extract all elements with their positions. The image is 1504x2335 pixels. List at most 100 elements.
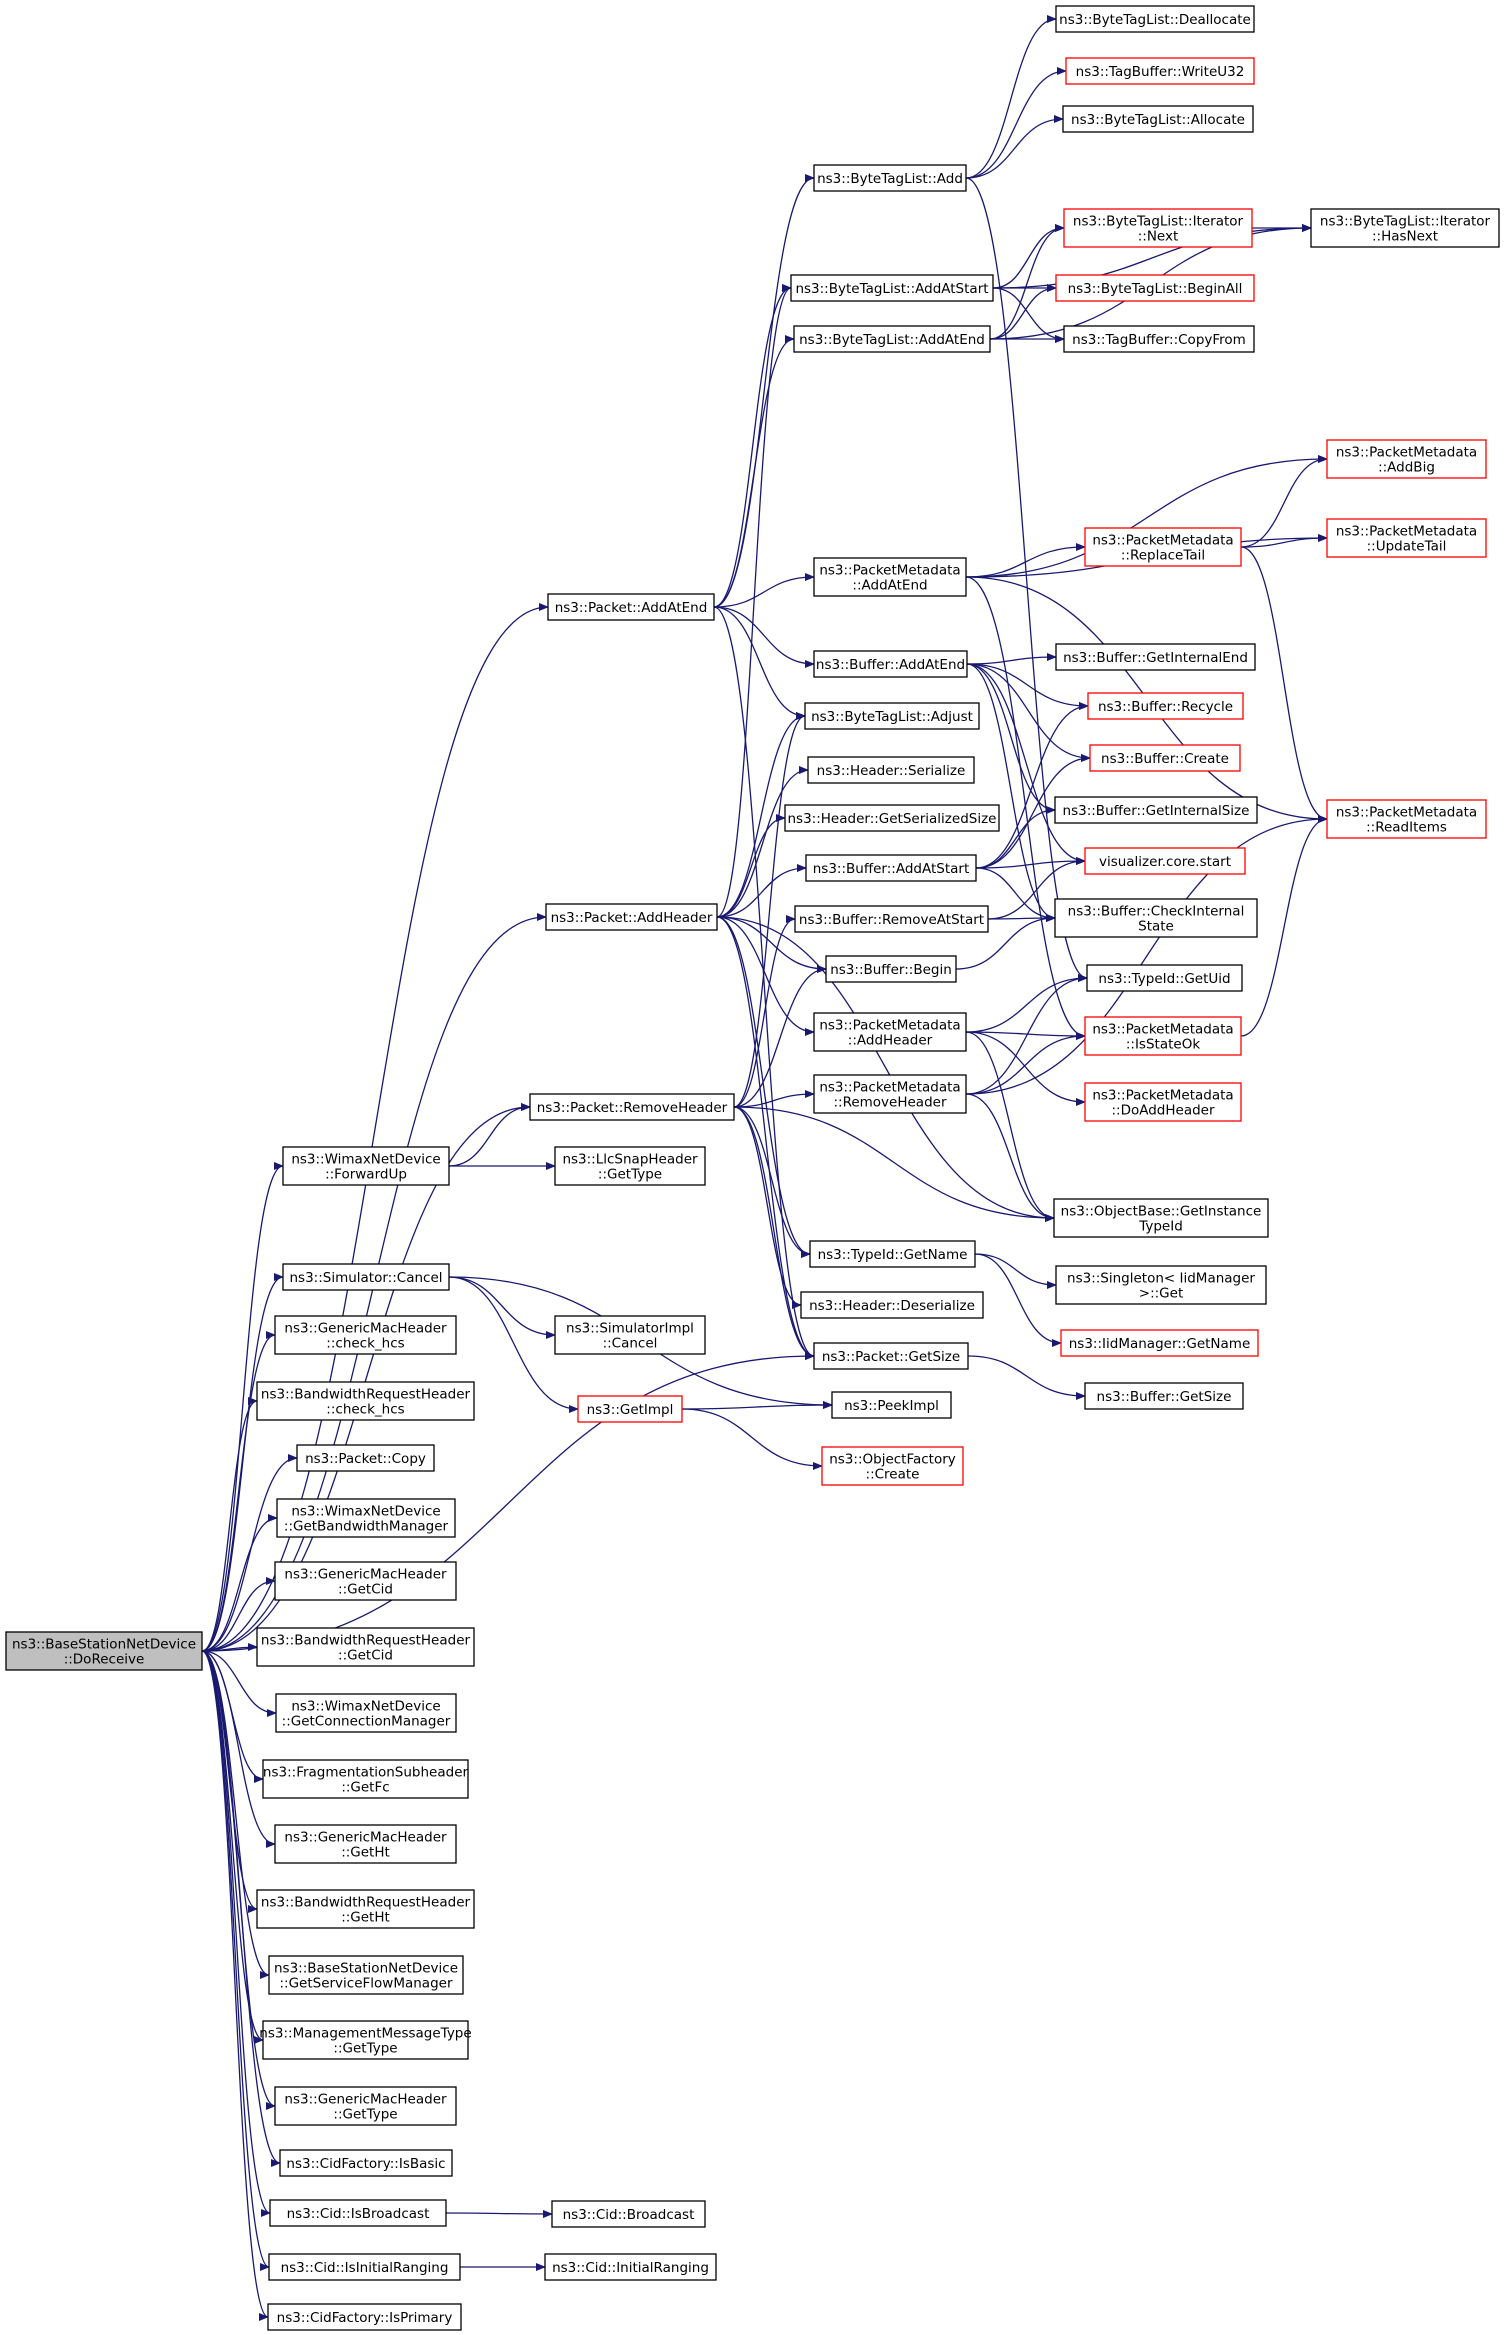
graph-node-pm_addbig[interactable]: ns3::PacketMetadata::AddBig bbox=[1326, 439, 1487, 479]
graph-node-wimax_getconnmgr[interactable]: ns3::WimaxNetDevice::GetConnectionManage… bbox=[275, 1693, 457, 1733]
graph-node-btl_addatstart[interactable]: ns3::ByteTagList::AddAtStart bbox=[790, 274, 994, 302]
graph-node-pm_replacetail[interactable]: ns3::PacketMetadata::ReplaceTail bbox=[1084, 527, 1242, 567]
graph-node-pkt_copy[interactable]: ns3::Packet::Copy bbox=[296, 1444, 435, 1472]
node-label: ns3::BaseStationNetDevice bbox=[274, 1961, 458, 1977]
graph-node-cid_initialranging[interactable]: ns3::Cid::InitialRanging bbox=[544, 2253, 717, 2281]
graph-node-btl_addatend[interactable]: ns3::ByteTagList::AddAtEnd bbox=[793, 325, 991, 353]
graph-node-gmh_getcid[interactable]: ns3::GenericMacHeader::GetCid bbox=[274, 1561, 457, 1601]
graph-node-buf_addatstart[interactable]: ns3::Buffer::AddAtStart bbox=[805, 854, 977, 882]
node-box bbox=[274, 1315, 457, 1355]
graph-node-cid_broadcast[interactable]: ns3::Cid::Broadcast bbox=[551, 2200, 706, 2228]
call-edge-pkt_addheader-to-ob_getinstancetypeid bbox=[716, 916, 1055, 1222]
call-edge-pm_isstateok-to-pm_readitems bbox=[1240, 815, 1328, 1037]
graph-node-vis_start[interactable]: visualizer.core.start bbox=[1084, 847, 1246, 875]
graph-node-pm_doaddheader[interactable]: ns3::PacketMetadata::DoAddHeader bbox=[1084, 1082, 1242, 1122]
graph-node-pkt_addatend[interactable]: ns3::Packet::AddAtEnd bbox=[547, 593, 715, 621]
graph-node-sim_cancel[interactable]: ns3::Simulator::Cancel bbox=[282, 1263, 450, 1291]
graph-node-btl_adjust[interactable]: ns3::ByteTagList::Adjust bbox=[804, 702, 980, 730]
graph-node-simimpl_cancel[interactable]: ns3::SimulatorImpl::Cancel bbox=[554, 1315, 706, 1355]
graph-node-gmh_gettype[interactable]: ns3::GenericMacHeader::GetType bbox=[274, 2086, 457, 2126]
graph-node-pkt_removeheader[interactable]: ns3::Packet::RemoveHeader bbox=[529, 1093, 735, 1121]
node-box bbox=[800, 1291, 984, 1319]
graph-node-btli_next[interactable]: ns3::ByteTagList::Iterator::Next bbox=[1063, 208, 1253, 248]
graph-node-buf_addatend[interactable]: ns3::Buffer::AddAtEnd bbox=[813, 650, 968, 678]
call-edge-root-to-gmh_check_hcs bbox=[201, 1331, 276, 1652]
graph-node-cid_isbroadcast[interactable]: ns3::Cid::IsBroadcast bbox=[269, 2199, 447, 2227]
graph-node-getimpl[interactable]: ns3::GetImpl bbox=[577, 1395, 683, 1423]
call-edge-pm_addheader-to-typeid_getuid bbox=[965, 974, 1088, 1033]
graph-node-typeid_getuid[interactable]: ns3::TypeId::GetUid bbox=[1086, 964, 1243, 992]
nodes-layer: ns3::BaseStationNetDevice::DoReceivens3:… bbox=[5, 5, 1500, 2331]
graph-node-pm_updatetail[interactable]: ns3::PacketMetadata::UpdateTail bbox=[1326, 518, 1487, 558]
graph-node-pm_removeheader[interactable]: ns3::PacketMetadata::RemoveHeader bbox=[813, 1074, 967, 1114]
graph-node-buf_recycle[interactable]: ns3::Buffer::Recycle bbox=[1087, 692, 1244, 720]
graph-node-root[interactable]: ns3::BaseStationNetDevice::DoReceive bbox=[5, 1631, 203, 1671]
call-edge-buf_begin-to-buf_checkinternal bbox=[955, 914, 1056, 970]
node-label: ns3::GenericMacHeader bbox=[284, 1321, 447, 1337]
graph-node-pm_readitems[interactable]: ns3::PacketMetadata::ReadItems bbox=[1326, 799, 1487, 839]
graph-node-pkt_addheader[interactable]: ns3::Packet::AddHeader bbox=[545, 903, 718, 931]
graph-node-gmh_check_hcs[interactable]: ns3::GenericMacHeader::check_hcs bbox=[274, 1315, 457, 1355]
node-label: >::Get bbox=[1139, 1286, 1183, 1302]
call-edge-pkt_addheader-to-buf_begin bbox=[716, 916, 827, 973]
graph-node-typeid_getname[interactable]: ns3::TypeId::GetName bbox=[809, 1240, 976, 1268]
graph-node-cf_isbasic[interactable]: ns3::CidFactory::IsBasic bbox=[279, 2149, 453, 2177]
graph-node-tb_copyfrom[interactable]: ns3::TagBuffer::CopyFrom bbox=[1063, 325, 1255, 353]
graph-node-btl_alloc[interactable]: ns3::ByteTagList::Allocate bbox=[1062, 105, 1254, 133]
graph-node-buf_getinternalsize[interactable]: ns3::Buffer::GetInternalSize bbox=[1054, 796, 1258, 824]
graph-node-frag_getfc[interactable]: ns3::FragmentationSubheader::GetFc bbox=[262, 1759, 469, 1799]
graph-node-tb_writeu32[interactable]: ns3::TagBuffer::WriteU32 bbox=[1065, 57, 1255, 85]
graph-node-btli_hasnext[interactable]: ns3::ByteTagList::Iterator::HasNext bbox=[1310, 208, 1500, 248]
graph-node-btl_beginall[interactable]: ns3::ByteTagList::BeginAll bbox=[1055, 274, 1255, 302]
graph-node-wimax_forwardup[interactable]: ns3::WimaxNetDevice::ForwardUp bbox=[282, 1146, 450, 1186]
graph-node-buf_removeatstart[interactable]: ns3::Buffer::RemoveAtStart bbox=[794, 905, 989, 933]
graph-node-hdr_deserialize[interactable]: ns3::Header::Deserialize bbox=[800, 1291, 984, 1319]
graph-node-buf_getsize[interactable]: ns3::Buffer::GetSize bbox=[1084, 1382, 1244, 1410]
call-edge-pkt_addheader-to-pkt_getsize bbox=[716, 916, 815, 1360]
graph-node-brh_getcid[interactable]: ns3::BandwidthRequestHeader::GetCid bbox=[256, 1627, 475, 1667]
graph-node-hdr_getsersize[interactable]: ns3::Header::GetSerializedSize bbox=[784, 804, 1000, 832]
graph-node-bs_getsfmgr[interactable]: ns3::BaseStationNetDevice::GetServiceFlo… bbox=[268, 1955, 464, 1995]
graph-node-peekimpl[interactable]: ns3::PeekImpl bbox=[831, 1391, 952, 1419]
graph-node-singleton_get[interactable]: ns3::Singleton< IidManager >::Get bbox=[1055, 1265, 1267, 1305]
graph-node-pm_addheader[interactable]: ns3::PacketMetadata::AddHeader bbox=[813, 1012, 967, 1052]
graph-node-brh_check_hcs[interactable]: ns3::BandwidthRequestHeader::check_hcs bbox=[256, 1381, 475, 1421]
graph-node-gmh_getht[interactable]: ns3::GenericMacHeader::GetHt bbox=[274, 1824, 457, 1864]
graph-node-pm_addatend[interactable]: ns3::PacketMetadata::AddAtEnd bbox=[813, 557, 967, 597]
node-box bbox=[1326, 799, 1487, 839]
graph-node-hdr_serialize[interactable]: ns3::Header::Serialize bbox=[807, 756, 975, 784]
graph-node-cf_isprimary[interactable]: ns3::CidFactory::IsPrimary bbox=[267, 2303, 462, 2331]
graph-node-btl_dealloc[interactable]: ns3::ByteTagList::Deallocate bbox=[1055, 5, 1255, 33]
node-label: ns3::PacketMetadata bbox=[1092, 1022, 1233, 1038]
graph-node-brh_getht[interactable]: ns3::BandwidthRequestHeader::GetHt bbox=[256, 1889, 475, 1929]
graph-node-btl_add[interactable]: ns3::ByteTagList::Add bbox=[813, 164, 967, 192]
node-label: ns3::GenericMacHeader bbox=[284, 1567, 447, 1583]
graph-node-buf_begin[interactable]: ns3::Buffer::Begin bbox=[825, 955, 957, 983]
graph-node-pkt_getsize[interactable]: ns3::Packet::GetSize bbox=[813, 1342, 969, 1370]
call-edge-pm_addatend-to-pm_addbig bbox=[965, 455, 1328, 578]
graph-node-wimax_getbwmgr[interactable]: ns3::WimaxNetDevice::GetBandwidthManager bbox=[276, 1498, 456, 1538]
node-label: ns3::Buffer::RemoveAtStart bbox=[799, 912, 984, 928]
node-box bbox=[1063, 325, 1255, 353]
graph-node-mmt_gettype[interactable]: ns3::ManagementMessageType::GetType bbox=[259, 2020, 472, 2060]
graph-node-llc_gettype[interactable]: ns3::LlcSnapHeader::GetType bbox=[554, 1146, 706, 1186]
graph-node-cid_isinitialranging[interactable]: ns3::Cid::IsInitialRanging bbox=[268, 2253, 461, 2281]
node-label: ns3::TagBuffer::CopyFrom bbox=[1072, 332, 1246, 348]
node-box bbox=[551, 2200, 706, 2228]
node-label: ns3::FragmentationSubheader bbox=[263, 1765, 469, 1781]
graph-node-buf_create[interactable]: ns3::Buffer::Create bbox=[1089, 744, 1241, 772]
node-label: ::check_hcs bbox=[326, 1402, 404, 1418]
graph-node-buf_getinternalend[interactable]: ns3::Buffer::GetInternalEnd bbox=[1055, 643, 1256, 671]
node-box bbox=[794, 905, 989, 933]
graph-node-iid_getname[interactable]: ns3::IidManager::GetName bbox=[1060, 1329, 1259, 1357]
graph-node-of_create[interactable]: ns3::ObjectFactory::Create bbox=[821, 1446, 964, 1486]
graph-node-pm_isstateok[interactable]: ns3::PacketMetadata::IsStateOk bbox=[1084, 1016, 1242, 1056]
call-edge-pkt_removeheader-to-hdr_deserialize bbox=[733, 1106, 802, 1309]
node-box bbox=[5, 1631, 203, 1671]
node-box bbox=[807, 756, 975, 784]
node-label: ::GetType bbox=[333, 2041, 397, 2057]
node-box bbox=[1054, 796, 1258, 824]
